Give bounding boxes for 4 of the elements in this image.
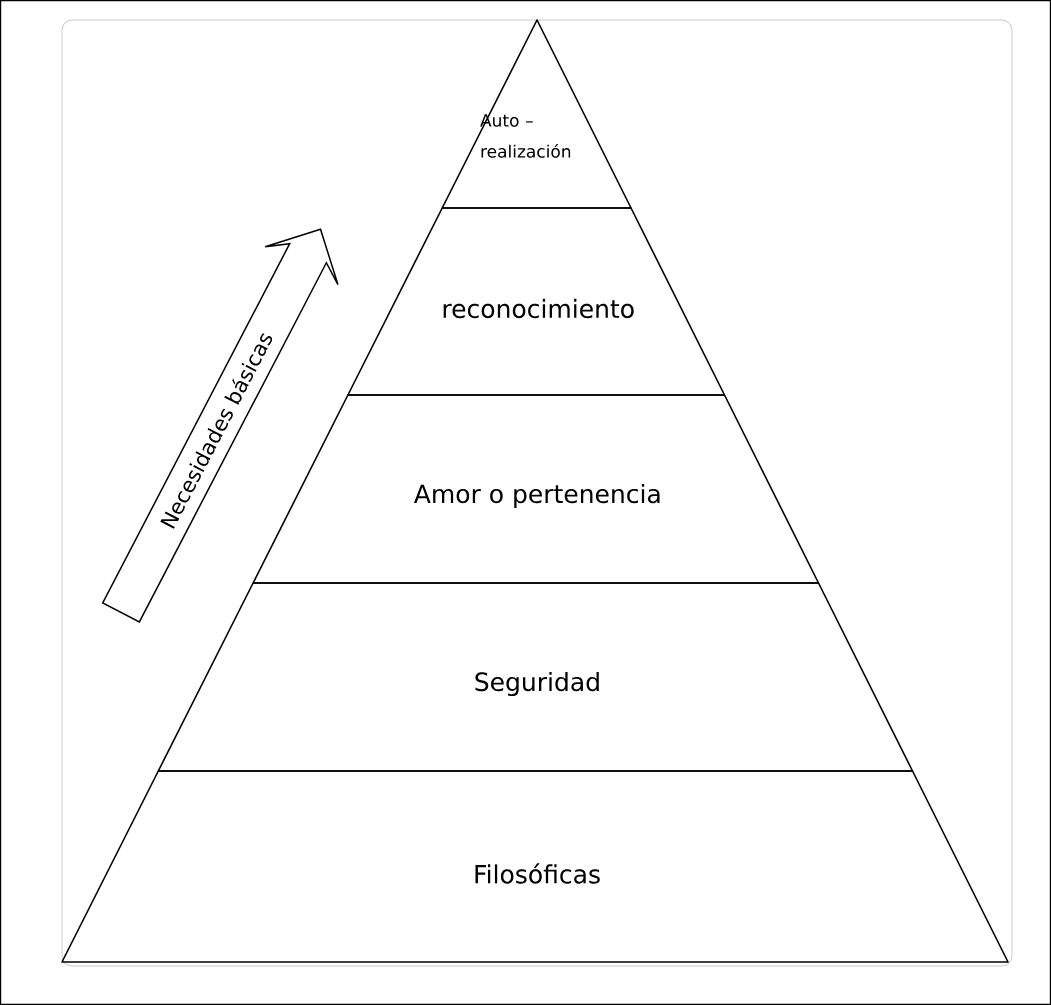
pyramid-level: Amor o pertenencia: [252, 394, 820, 584]
pyramid-level: Seguridad: [157, 582, 914, 772]
pyramid-level: Filosóficas: [61, 770, 1009, 963]
pyramid-level: reconocimiento: [347, 207, 726, 396]
